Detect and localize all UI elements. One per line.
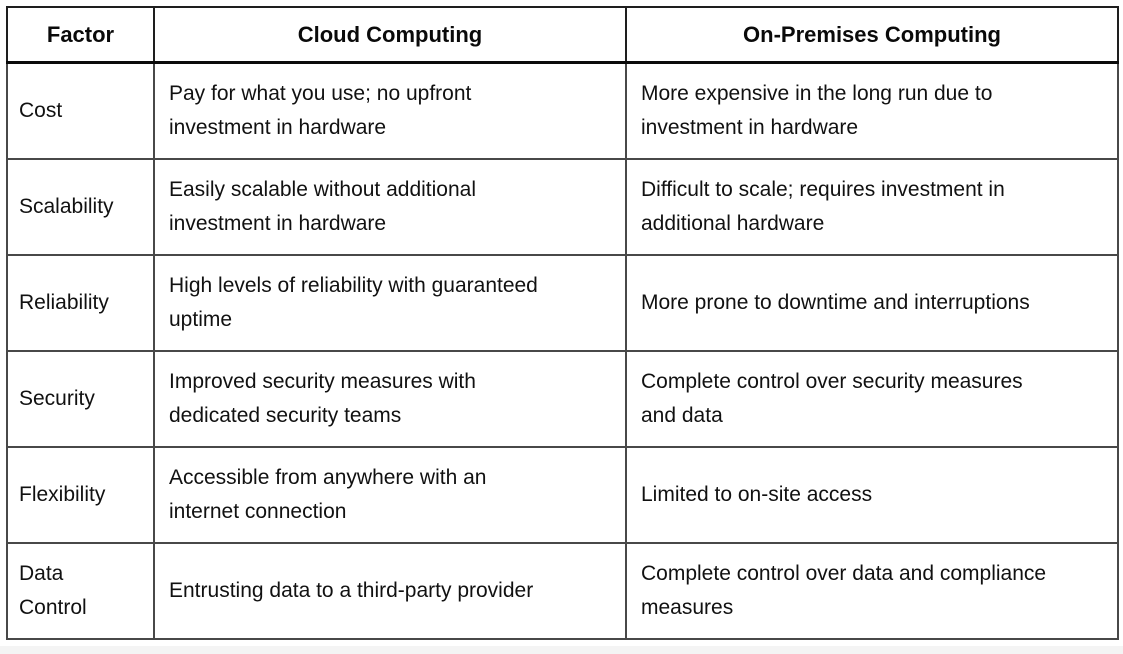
on-premises-cell: More expensive in the long run due to in… [625,61,1119,160]
on-premises-cell: Limited to on-site access [625,446,1119,544]
header-on-premises-computing: On-Premises Computing [625,6,1119,64]
on-premises-value: Limited to on-site access [641,483,873,507]
factor-cell: Cost [6,61,155,160]
factor-label: Data Control [19,562,87,619]
cloud-cell: High levels of reliability with guarante… [153,254,627,352]
cloud-value: High levels of reliability with guarante… [169,274,538,331]
cloud-value: Improved security measures with dedicate… [169,370,476,427]
factor-label: Reliability [19,291,109,315]
factor-label: Security [19,387,95,411]
factor-cell: Reliability [6,254,155,352]
on-premises-cell: More prone to downtime and interruptions [625,254,1119,352]
table-row-cost: Cost Pay for what you use; no upfront in… [6,61,1119,160]
on-premises-cell: Complete control over data and complianc… [625,542,1119,640]
cloud-cell: Entrusting data to a third-party provide… [153,542,627,640]
cloud-cell: Improved security measures with dedicate… [153,350,627,448]
on-premises-value: More expensive in the long run due to in… [641,82,993,139]
factor-cell: Scalability [6,158,155,256]
header-factor-label: Factor [46,21,115,47]
table-row-data-control: Data Control Entrusting data to a third-… [6,542,1119,640]
table-header: Factor Cloud Computing On-Premises Compu… [6,6,1119,64]
table-body: Cost Pay for what you use; no upfront in… [6,61,1119,640]
header-on-premises-label: On-Premises Computing [743,21,1001,47]
header-row: Factor Cloud Computing On-Premises Compu… [6,6,1119,64]
on-premises-value: Difficult to scale; requires investment … [641,178,1005,235]
factor-cell: Security [6,350,155,448]
on-premises-cell: Complete control over security measures … [625,350,1119,448]
cloud-value: Easily scalable without additional inves… [169,178,477,235]
header-cloud-computing: Cloud Computing [153,6,627,64]
factor-cell: Data Control [6,542,155,640]
table-row-security: Security Improved security measures with… [6,350,1119,448]
factor-cell: Flexibility [6,446,155,544]
comparison-table: Factor Cloud Computing On-Premises Compu… [6,6,1119,640]
on-premises-cell: Difficult to scale; requires investment … [625,158,1119,256]
cloud-value: Pay for what you use; no upfront investm… [169,82,472,139]
cloud-value: Accessible from anywhere with an interne… [169,466,487,523]
cloud-cell: Accessible from anywhere with an interne… [153,446,627,544]
on-premises-value: Complete control over security measures … [641,370,1023,427]
cloud-cell: Easily scalable without additional inves… [153,158,627,256]
header-cloud-label: Cloud Computing [297,21,483,47]
cloud-value: Entrusting data to a third-party provide… [169,579,534,603]
header-factor: Factor [6,6,155,64]
on-premises-value: Complete control over data and complianc… [641,562,1047,619]
table-row-flexibility: Flexibility Accessible from anywhere wit… [6,446,1119,544]
page-bottom-strip [0,646,1123,654]
table-row-scalability: Scalability Easily scalable without addi… [6,158,1119,256]
factor-label: Flexibility [19,483,106,507]
factor-label: Cost [19,99,63,123]
cloud-cell: Pay for what you use; no upfront investm… [153,61,627,160]
factor-label: Scalability [19,195,114,219]
on-premises-value: More prone to downtime and interruptions [641,291,1030,315]
table-row-reliability: Reliability High levels of reliability w… [6,254,1119,352]
